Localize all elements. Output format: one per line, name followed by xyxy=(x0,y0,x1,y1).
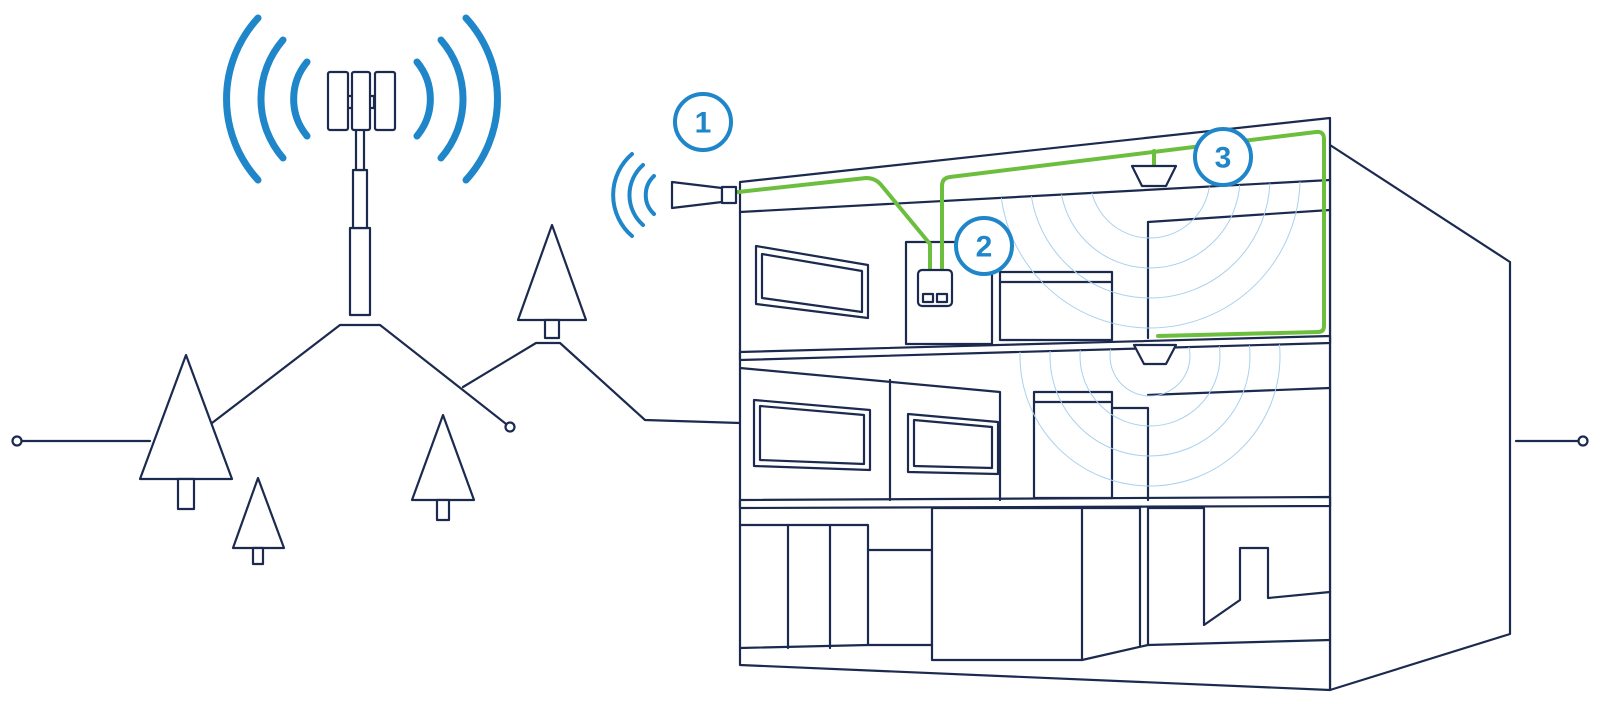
marker-number: 2 xyxy=(976,231,993,264)
marker-number: 1 xyxy=(695,107,712,140)
coax-cables xyxy=(736,129,1326,338)
marker-badge-2: 2 xyxy=(954,216,1014,276)
indoor-coverage-ripples xyxy=(999,180,1301,487)
hill-endpoint xyxy=(504,421,516,433)
outside-antenna-icon xyxy=(611,152,738,238)
cell-tower-icon xyxy=(223,14,501,317)
landscape xyxy=(11,223,1589,566)
tree-icon xyxy=(138,353,234,511)
inside-antenna-icon xyxy=(1130,164,1178,188)
tree-icon xyxy=(516,223,588,340)
booster-icon xyxy=(916,268,954,308)
outside-antenna-waves xyxy=(611,152,656,238)
marker-number: 3 xyxy=(1215,142,1232,175)
ground-line-endpoint xyxy=(1577,435,1589,447)
tree-icon xyxy=(231,476,286,566)
inside-antenna-icon xyxy=(1132,343,1178,366)
marker-badge-3: 3 xyxy=(1193,127,1253,187)
tree-icon xyxy=(410,413,476,522)
ground-line-endpoint xyxy=(11,435,23,447)
house-icon xyxy=(738,116,1512,692)
marker-badge-1: 1 xyxy=(673,92,733,152)
tower-signal-waves xyxy=(223,14,501,184)
